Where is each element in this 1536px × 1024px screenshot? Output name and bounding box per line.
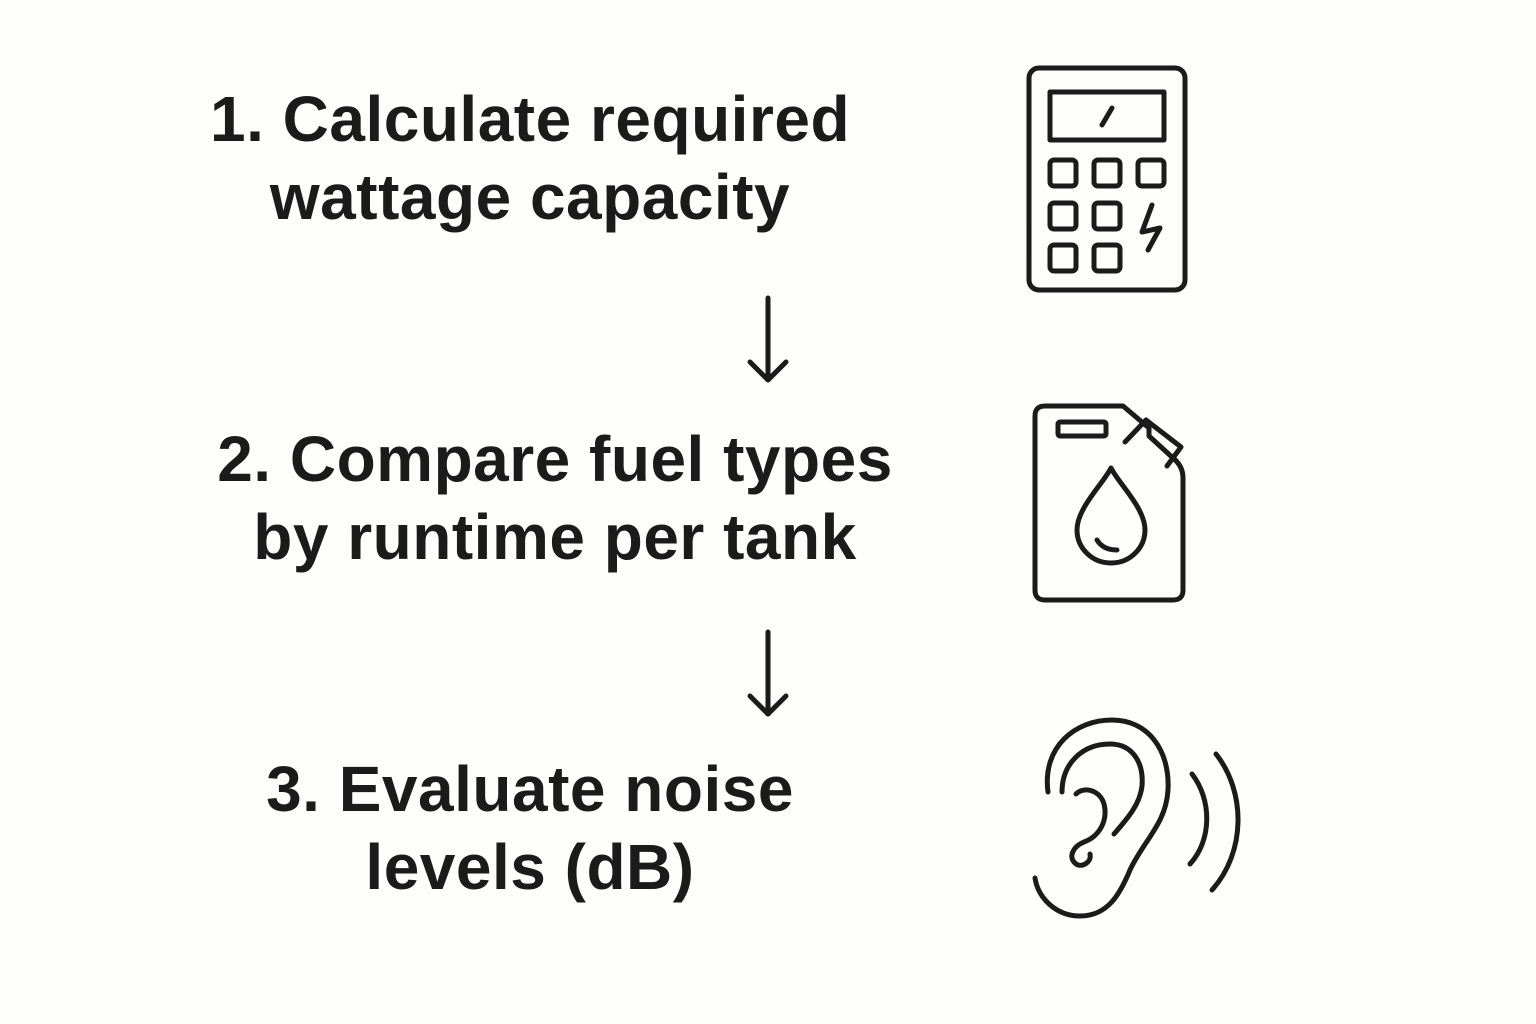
step-2-line-2: by runtime per tank xyxy=(253,501,857,573)
step-2-line-1: 2. Compare fuel types xyxy=(217,423,893,495)
step-1-line-1: 1. Calculate required xyxy=(209,83,851,155)
fuel-can-icon xyxy=(1032,403,1186,603)
step-3-line-2: levels (dB) xyxy=(365,831,695,903)
calculator-icon xyxy=(1026,65,1188,293)
down-arrow-2 xyxy=(747,629,789,717)
ear-sound-icon xyxy=(1032,717,1241,919)
step-3-line-1: 3. Evaluate noise xyxy=(266,753,794,825)
step-1-label: 1. Calculate required wattage capacity xyxy=(160,80,900,236)
down-arrow-1 xyxy=(747,295,789,383)
step-1-line-2: wattage capacity xyxy=(269,161,791,233)
step-3-label: 3. Evaluate noise levels (dB) xyxy=(180,750,880,906)
step-2-label: 2. Compare fuel types by runtime per tan… xyxy=(175,420,935,576)
